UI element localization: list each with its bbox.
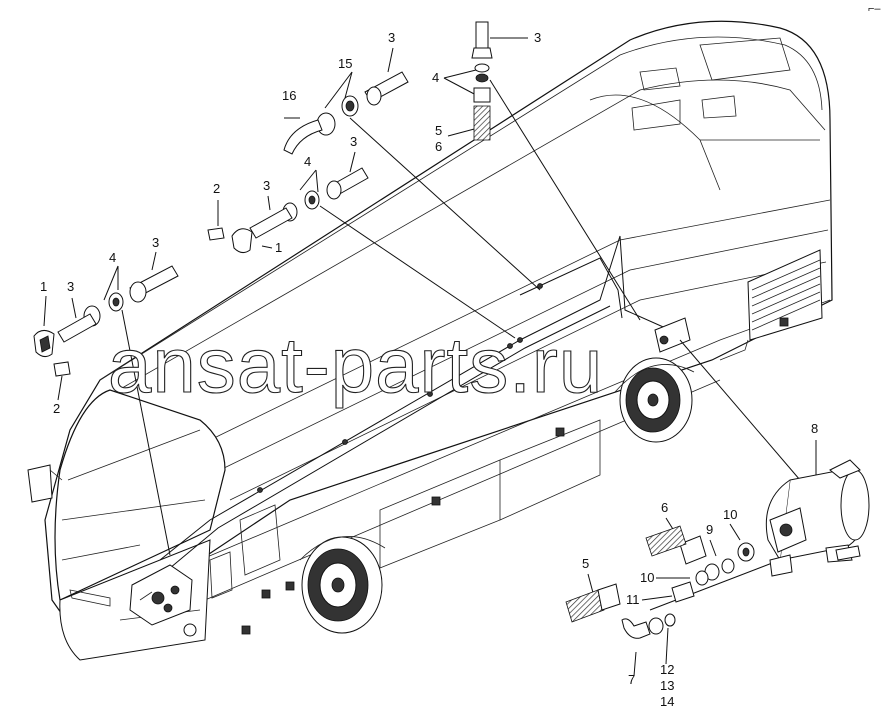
callout-c-5-a: 5 [435,123,442,138]
rear-pump [654,317,691,353]
nut-4-a [474,63,490,73]
callout-c-5-b: 5 [582,556,589,571]
callout-c-3-c: 3 [350,134,357,149]
coach-bus-illustration [27,20,833,661]
elbow-7 [621,618,651,639]
clip-1-mid [231,228,253,254]
callout-c-16-top: 16 [282,88,296,103]
callout-c-8: 8 [811,421,818,436]
callout-c-6-b: 6 [661,500,668,515]
callout-c-2-a: 2 [213,181,220,196]
callout-c-10-a: 10 [723,507,737,522]
callout-c-15-top: 15 [338,56,352,71]
tank-8 [765,459,870,577]
callout-c-13: 13 [660,678,674,693]
front-valve-assembly [129,564,193,626]
screw-2-mid [207,227,225,241]
callout-c-1-b: 1 [40,279,47,294]
fitting-6-b [679,535,707,565]
screw-2-left [53,361,71,377]
pipe-3-vertical [475,21,489,49]
callout-c-9: 9 [706,522,713,537]
washer-10-b [695,570,709,586]
leader-lines [43,37,817,677]
callout-c-3-a: 3 [388,30,395,45]
callout-c-3-d: 3 [263,178,270,193]
pipe-routing [129,235,691,626]
exploded-parts [33,21,870,639]
washer-9 [721,558,735,574]
fitting-12-13-14 [648,617,664,635]
callout-c-11: 11 [626,592,640,607]
corner-mark: ⌐– [868,3,881,15]
pipe-3-mid-left [249,207,293,239]
callout-c-4-a: 4 [432,70,439,85]
callout-c-4-c: 4 [109,250,116,265]
callout-c-1-a: 1 [275,240,282,255]
callout-c-6-a: 6 [435,139,442,154]
hose-16 [283,119,323,155]
callout-c-7: 7 [628,672,635,687]
bolt-right [835,545,861,561]
callout-c-4-b: 4 [304,154,311,169]
callout-c-14: 14 [660,694,674,709]
banjo-11 [671,581,695,603]
callout-c-2-b: 2 [53,401,60,416]
fitting-4-b [473,87,491,103]
braided-hose-5-6 [473,105,491,141]
pipe-3-left-left [57,313,97,343]
callout-c-3-f: 3 [67,279,74,294]
callout-c-3-e: 3 [152,235,159,250]
callout-c-3-b: 3 [534,30,541,45]
callout-c-10-b: 10 [640,570,654,585]
callout-c-12: 12 [660,662,674,677]
braided-hose-6-b [645,525,687,557]
braided-hose-5-b [565,589,605,623]
watermark: ansat-parts.ru [108,321,603,409]
